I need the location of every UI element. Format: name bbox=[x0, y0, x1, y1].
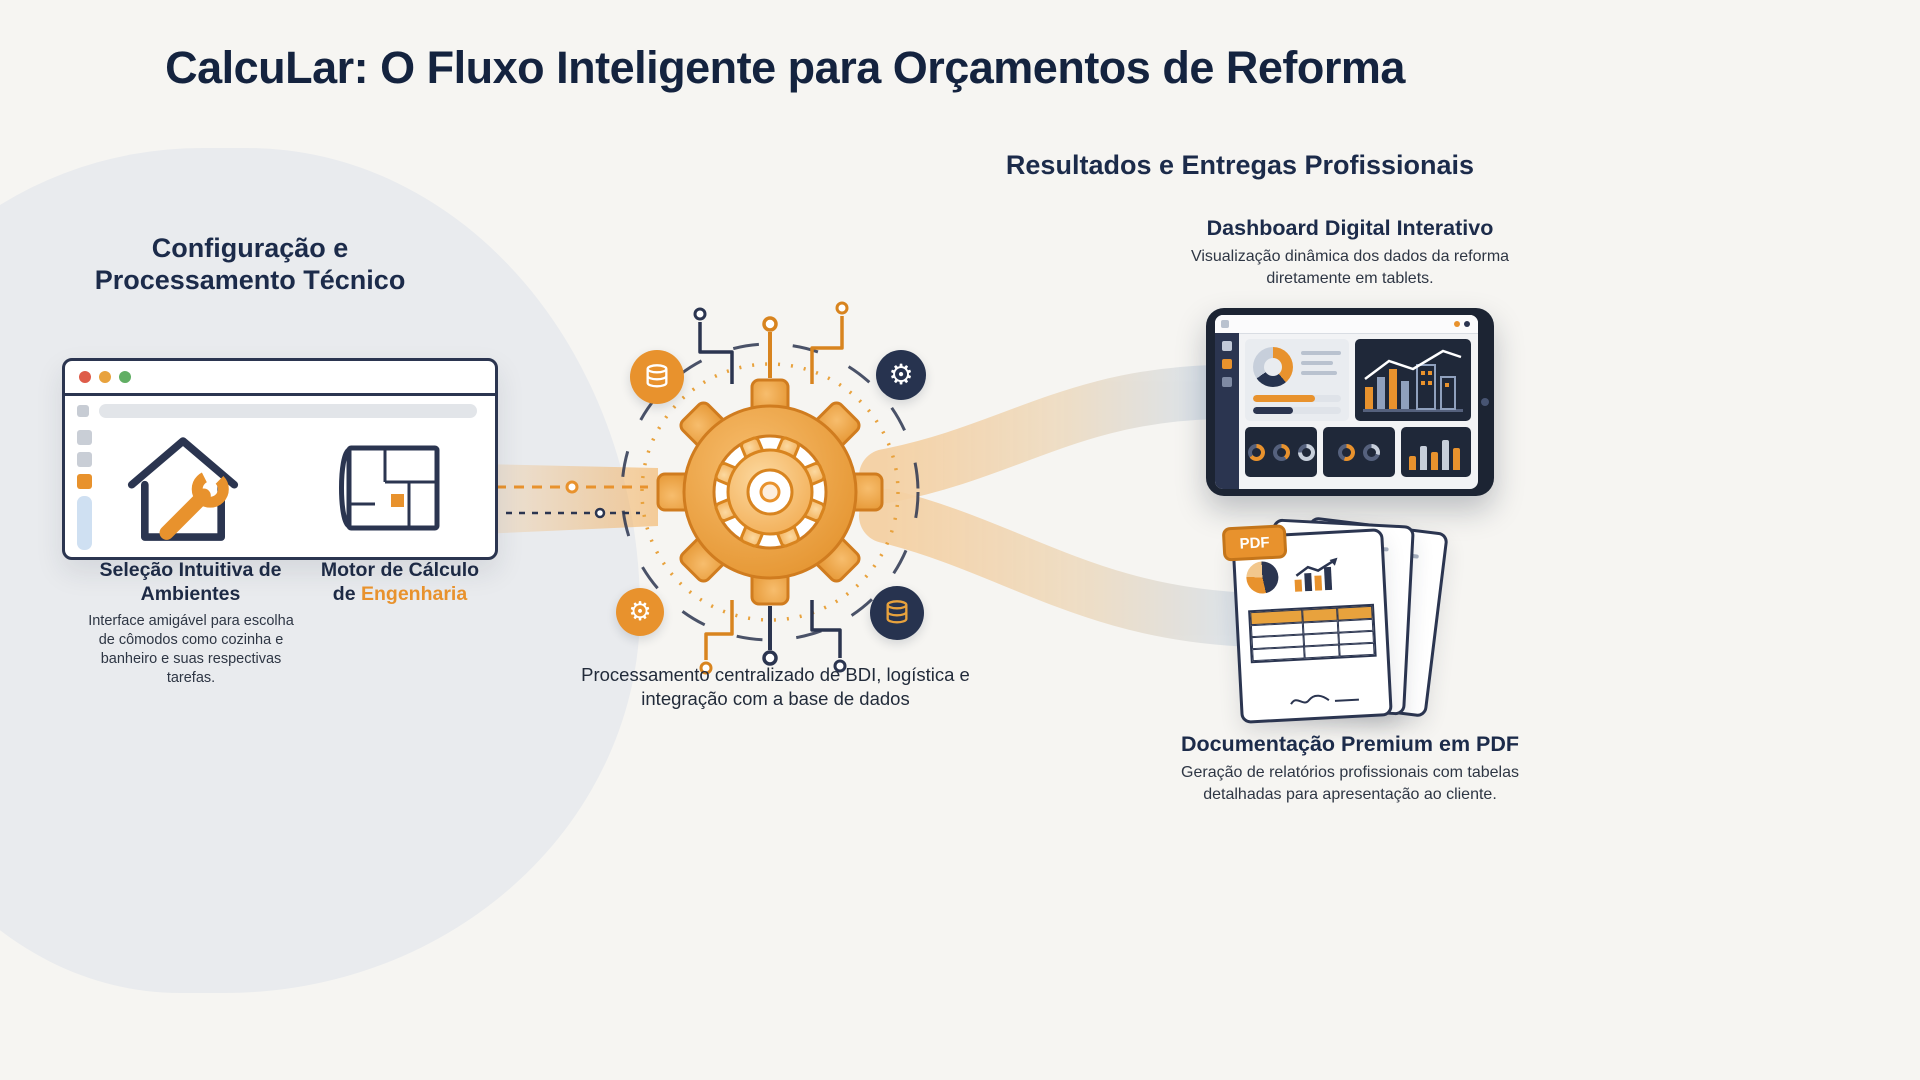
progress-bar bbox=[1253, 407, 1341, 414]
gear-icon: ⚙ bbox=[876, 350, 926, 400]
processing-caption: Processamento centralizado de BDI, logís… bbox=[581, 664, 970, 710]
legend-line bbox=[1301, 371, 1337, 375]
pdf-badge: PDF bbox=[1221, 524, 1288, 562]
menu-icon bbox=[77, 405, 89, 417]
buildings-bar-chart bbox=[1363, 349, 1463, 412]
bars-panel bbox=[1401, 427, 1471, 477]
gauge-ring-row bbox=[1245, 427, 1317, 477]
circuit-traces bbox=[693, 301, 849, 675]
database-glyph bbox=[646, 364, 668, 388]
browser-content bbox=[65, 396, 495, 557]
vertical-bars bbox=[1409, 440, 1463, 470]
connector-output-bands bbox=[859, 365, 1282, 647]
gauge-ring bbox=[1363, 443, 1380, 461]
browser-mockup bbox=[62, 358, 498, 560]
calc-engine-line1: Motor de Cálculo bbox=[320, 559, 480, 581]
report-table bbox=[1248, 603, 1377, 664]
tablet-camera bbox=[1481, 398, 1489, 406]
gear-glyph: ⚙ bbox=[888, 358, 914, 391]
donut-chart-panel bbox=[1245, 339, 1349, 421]
sidebar-square bbox=[1222, 377, 1232, 387]
tablet-sidebar bbox=[1215, 333, 1239, 489]
sidebar-item-active bbox=[77, 474, 92, 489]
tablet-screen bbox=[1215, 315, 1478, 489]
profile-dot bbox=[1464, 321, 1470, 327]
sidebar-item-placeholder bbox=[77, 430, 92, 445]
page-title: CalcuLar: O Fluxo Inteligente para Orçam… bbox=[165, 42, 1405, 93]
pdf-documents-illustration: PDF bbox=[1221, 516, 1456, 727]
home-icon bbox=[1221, 320, 1229, 328]
dashboard-description: Visualização dinâmica dos dados da refor… bbox=[1190, 248, 1510, 287]
metrics-panel bbox=[1323, 427, 1395, 477]
room-selection-description: Interface amigável para escolha de cômod… bbox=[88, 613, 294, 687]
pdf-title: Documentação Premium em PDF bbox=[1180, 732, 1520, 756]
dashboard-title: Dashboard Digital Interativo bbox=[1206, 216, 1494, 240]
browser-titlebar bbox=[65, 361, 495, 396]
processing-gear-icon bbox=[656, 378, 884, 606]
tablet-mockup bbox=[1206, 308, 1494, 496]
room-selection-label: Seleção Intuitiva de Ambientes bbox=[88, 558, 293, 607]
bar-chart-panel bbox=[1355, 339, 1471, 421]
calc-engine-line2-prefix: de bbox=[332, 583, 356, 606]
tablet-toolbar bbox=[1215, 315, 1478, 334]
right-section-heading: Resultados e Entregas Profissionais bbox=[1005, 150, 1475, 180]
gear-rings bbox=[620, 342, 920, 642]
notification-dot bbox=[1454, 321, 1460, 327]
gear-glyph: ⚙ bbox=[628, 597, 652, 627]
house-wrench-icon bbox=[127, 437, 239, 541]
left-section-heading: Configuração e Processamento Técnico bbox=[94, 233, 406, 296]
blueprint-icon bbox=[339, 445, 440, 531]
database-icon bbox=[870, 586, 924, 640]
address-bar bbox=[99, 404, 477, 418]
donut-chart bbox=[1253, 347, 1293, 387]
window-close-dot bbox=[79, 371, 91, 383]
window-maximize-dot bbox=[119, 371, 131, 383]
legend-line bbox=[1301, 361, 1333, 365]
signature-squiggle bbox=[1290, 694, 1359, 705]
pdf-description: Geração de relatórios profissionais com … bbox=[1181, 764, 1519, 803]
gauge-ring bbox=[1338, 443, 1355, 461]
sidebar-panel-placeholder bbox=[77, 496, 92, 550]
database-glyph bbox=[886, 600, 908, 624]
gauge-ring bbox=[1247, 443, 1265, 461]
sidebar-item-placeholder bbox=[77, 452, 92, 467]
gauge-ring-row bbox=[1323, 427, 1395, 477]
pdf-page-front: PDF bbox=[1221, 524, 1393, 724]
gauge-ring bbox=[1272, 443, 1290, 461]
gear-icon: ⚙ bbox=[616, 588, 664, 636]
gauges-panel bbox=[1245, 427, 1317, 477]
window-minimize-dot bbox=[99, 371, 111, 383]
calc-engine-label: Motor de Cálculo de Engenharia bbox=[300, 558, 500, 607]
connector-input-band bbox=[480, 464, 658, 534]
room-selection-label-text: Seleção Intuitiva de Ambientes bbox=[99, 559, 282, 606]
sidebar-square bbox=[1222, 341, 1232, 351]
calc-engine-accent: Engenharia bbox=[360, 583, 468, 606]
progress-bar bbox=[1253, 395, 1341, 402]
legend-line bbox=[1301, 351, 1341, 355]
database-icon bbox=[630, 350, 684, 404]
report-charts-row bbox=[1245, 556, 1374, 595]
pie-chart bbox=[1245, 560, 1280, 595]
gauge-ring bbox=[1297, 443, 1315, 461]
growth-bar-chart bbox=[1294, 557, 1338, 592]
sidebar-square-active bbox=[1222, 359, 1232, 369]
